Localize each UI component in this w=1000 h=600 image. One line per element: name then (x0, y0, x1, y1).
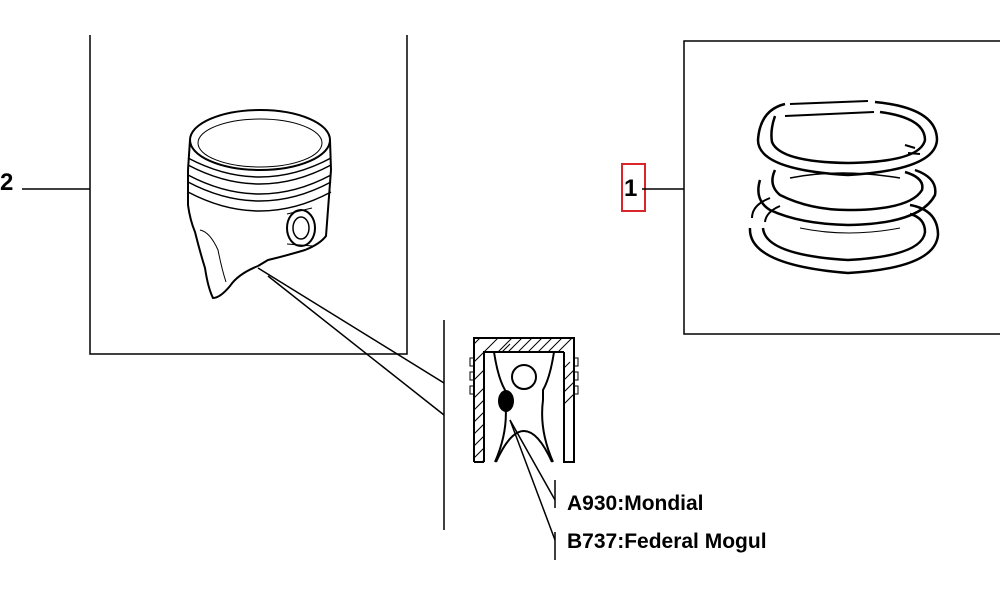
callout-1-highlight-box[interactable] (621, 163, 646, 212)
piston-drawing (187, 109, 332, 300)
rings-panel-frame (683, 40, 1000, 335)
piston-rings-drawing (748, 100, 940, 275)
supplier-marking-dot (498, 390, 514, 412)
supplier-leaders (509, 419, 556, 560)
piston-panel-frame (89, 35, 408, 355)
piston-panel (89, 35, 408, 355)
piston-section-detail (469, 337, 579, 463)
callout-number-1: 1 (624, 175, 637, 202)
rings-panel (683, 40, 1000, 335)
callout-number-2: 2 (0, 169, 13, 196)
supplier-label-federal-mogul: B737:Federal Mogul (567, 530, 767, 553)
piston-to-section-leader (257, 267, 445, 530)
supplier-label-mondial: A930:Mondial (567, 492, 704, 515)
